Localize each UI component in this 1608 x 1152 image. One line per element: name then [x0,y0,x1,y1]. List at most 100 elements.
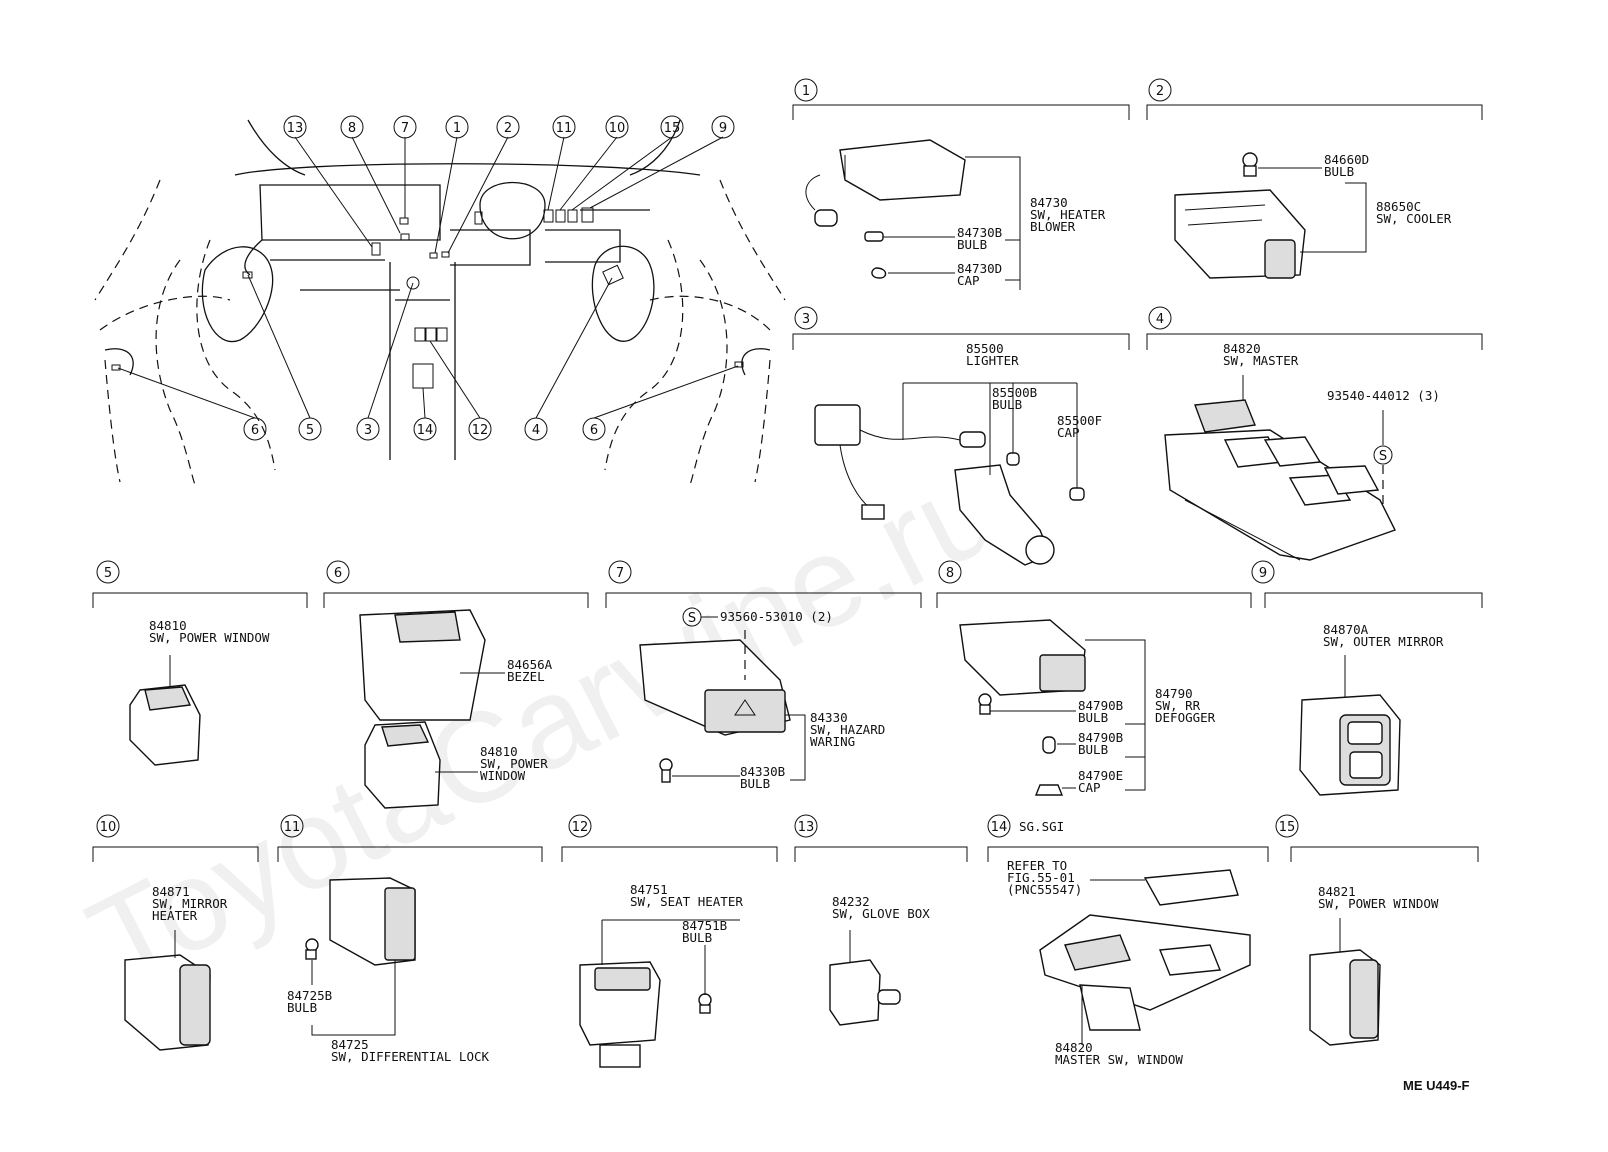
svg-text:11: 11 [556,121,573,136]
part-93540-44012-code: 93540-44012 (3) [1327,388,1440,403]
svg-text:12: 12 [572,820,589,835]
lighter-drawing [814,404,1085,566]
svg-text:6: 6 [334,566,342,581]
svg-text:S: S [688,611,696,626]
part-85500B-code: 85500B [992,385,1037,400]
bezel-drawing [359,609,486,721]
section-2: 2 84660D BULB 88650C SW, COOLER [1146,78,1483,279]
part-85500-desc: LIGHTER [966,353,1019,368]
part-84725-desc: SW, DIFFERENTIAL LOCK [331,1049,490,1064]
rr-defogger-switch-drawing [959,619,1086,796]
svg-text:13: 13 [287,121,304,136]
overview-callout-10: 10 [605,115,629,139]
part-84870A-desc: SW, OUTER MIRROR [1323,634,1444,649]
refer-line-1: REFER TO [1007,858,1067,873]
part-84751B-desc: BULB [682,930,712,945]
svg-text:4: 4 [532,423,540,438]
part-84790B-2-code: 84790B [1078,730,1123,745]
part-84810-desc: SW, POWER WINDOW [149,630,270,645]
part-84232-desc: SW, GLOVE BOX [832,906,930,921]
part-84330B-desc: BULB [740,776,770,791]
svg-text:S: S [1379,449,1387,464]
svg-text:12: 12 [472,423,489,438]
glove-box-switch-drawing [829,959,901,1026]
svg-text:14: 14 [417,423,434,438]
part-84871-desc2: HEATER [152,908,198,923]
svg-text:15: 15 [1279,820,1296,835]
dashboard-overview [94,119,786,486]
part-84790B-2-desc: BULB [1078,742,1108,757]
power-window-switch-2-drawing [364,721,441,809]
part-84730B-code: 84730B [957,225,1002,240]
overview-callout-15: 15 [660,115,684,139]
section-5: 5 84810 SW, POWER WINDOW [92,560,308,766]
part-84730B-desc: BULB [957,237,987,252]
overview-callout-5: 5 [298,417,322,441]
svg-text:10: 10 [609,121,626,136]
section-8: 8 84790B BULB 84790 SW, RR DEFOGGER 8479… [936,560,1252,796]
section-1: 1 84730 SW, HEATER BLOWER 84730B BULB 84… [792,78,1130,290]
part-84810-code: 84810 [149,618,187,633]
overview-callout-14: 14 [413,417,437,441]
part-84730-desc2: BLOWER [1030,219,1076,234]
seat-heater-switch-drawing [579,961,712,1068]
differential-lock-switch-drawing [305,877,416,966]
part-84660D-code: 84660D [1324,152,1369,167]
heater-blower-switch-drawing [805,139,966,279]
svg-text:6: 6 [590,423,598,438]
section-10: 10 84871 SW, MIRROR HEATER [92,814,259,1051]
overview-callout-9: 9 [711,115,735,139]
svg-text:5: 5 [104,566,112,581]
part-84751-code: 84751 [630,882,668,897]
part-84730-desc: SW, HEATER [1030,207,1106,222]
svg-text:2: 2 [1156,84,1164,99]
section-3: 3 85500 LIGHTER 85500B BULB 85500F CAP [792,306,1130,566]
outer-mirror-switch-drawing [1299,694,1401,796]
overview-callouts: 13 8 7 1 2 11 10 15 9 6 5 3 14 12 4 6 [243,115,735,441]
svg-text:1: 1 [453,121,461,136]
figure-code: ME U449-F [1403,1078,1470,1093]
part-84790B-desc: BULB [1078,710,1108,725]
part-85500F-desc: CAP [1057,425,1080,440]
mirror-heater-switch-drawing [124,954,211,1051]
part-85500-code: 85500 [966,341,1004,356]
part-84810-2-desc2: WINDOW [480,768,526,783]
part-84330-desc2: WARING [810,734,855,749]
svg-text:3: 3 [802,312,810,327]
part-84820-desc: SW, MASTER [1223,353,1299,368]
master-switch-drawing [1164,399,1396,561]
svg-text:8: 8 [946,566,954,581]
svg-text:4: 4 [1156,312,1164,327]
part-84656A-desc: BEZEL [507,669,545,684]
svg-text:9: 9 [719,121,727,136]
part-84751-desc: SW, SEAT HEATER [630,894,743,909]
section-11: 11 84725B BULB 84725 SW, DIFFERENTIAL LO… [277,814,543,1064]
part-88650C-code: 88650C [1376,199,1421,214]
section-13: 13 84232 SW, GLOVE BOX [794,814,968,1026]
svg-text:10: 10 [100,820,117,835]
part-84730D-desc: CAP [957,273,980,288]
part-84820-2-code: 84820 [1055,1040,1093,1055]
cooler-switch-drawing [1174,152,1306,279]
section-6: 6 84656A BEZEL 84810 SW, POWER WINDOW [323,560,589,809]
svg-text:1: 1 [802,84,810,99]
overview-callout-2: 2 [496,115,520,139]
part-85500F-code: 85500F [1057,413,1102,428]
part-84790E-code: 84790E [1078,768,1123,783]
part-84790E-desc: CAP [1078,780,1101,795]
overview-callout-6-right: 6 [582,417,606,441]
part-84725B-code: 84725B [287,988,332,1003]
part-93560-53010-code: 93560-53010 (2) [720,609,833,624]
overview-callout-13: 13 [283,115,307,139]
svg-text:2: 2 [504,121,512,136]
part-84790-code: 84790 [1155,686,1193,701]
hazard-switch-drawing [639,630,791,783]
part-84660D-desc: BULB [1324,164,1354,179]
overview-callout-4: 4 [524,417,548,441]
refer-line-2: FIG.55-01 [1007,870,1075,885]
svg-text:8: 8 [348,121,356,136]
section-4: 4 S 84820 SW, MASTER 93540-44012 (3) [1146,306,1483,561]
part-84871-desc: SW, MIRROR [152,896,228,911]
svg-text:11: 11 [284,820,301,835]
